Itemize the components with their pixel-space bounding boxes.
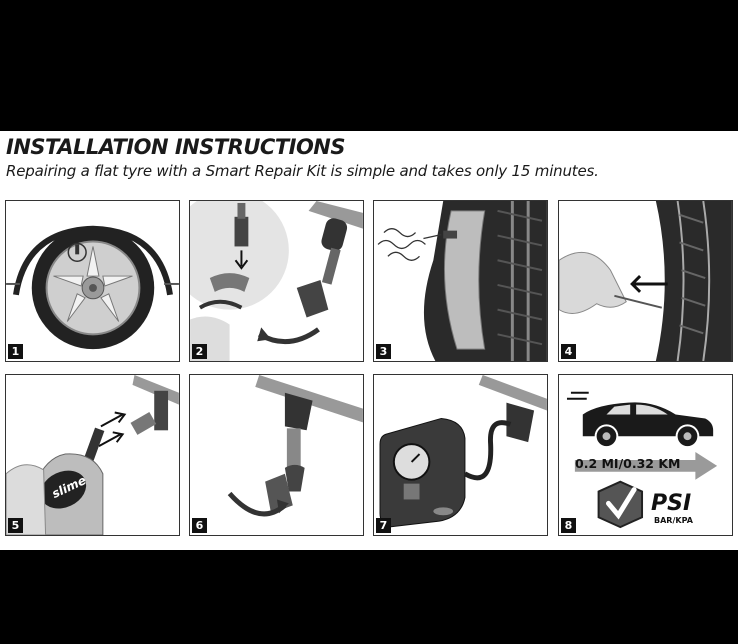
drive-check-pressure-illustration [566, 391, 718, 529]
step-2-panel: 2 [189, 200, 364, 362]
distance-label: 0.2 MI/0.32 KM [575, 456, 681, 471]
compressor-illustration [379, 375, 547, 528]
step-number: 4 [561, 344, 576, 359]
tread-puncture-illustration [559, 201, 732, 361]
pressure-label: PSI [651, 491, 692, 516]
step-6-panel: 6 [189, 374, 364, 536]
valve-core-replace-illustration [227, 375, 363, 517]
step-3-panel: 3 [373, 200, 548, 362]
step-number: 1 [8, 344, 23, 359]
page-subtitle: Repairing a flat tyre with a Smart Repai… [6, 162, 599, 180]
step-number: 5 [8, 518, 23, 533]
step-number: 3 [376, 344, 391, 359]
step-1-panel: 1 [5, 200, 180, 362]
step-5-panel: slime 5 [5, 374, 180, 536]
sealant-bottle-illustration [6, 375, 179, 535]
deflated-tyre-illustration [377, 201, 547, 361]
instruction-sheet: INSTALLATION INSTRUCTIONS Repairing a fl… [0, 131, 738, 550]
step-number: 2 [192, 344, 207, 359]
step-number: 8 [561, 518, 576, 533]
page-title: INSTALLATION INSTRUCTIONS [6, 135, 346, 159]
valve-core-removal-illustration [190, 201, 363, 361]
pressure-units-label: BAR/KPA [654, 516, 693, 525]
step-8-panel: 0.2 MI/0.32 KM PSI BAR/KPA 8 [558, 374, 733, 536]
step-4-panel: 4 [558, 200, 733, 362]
step-number: 7 [376, 518, 391, 533]
step-number: 6 [192, 518, 207, 533]
wheel-illustration [6, 225, 179, 350]
step-7-panel: 7 [373, 374, 548, 536]
